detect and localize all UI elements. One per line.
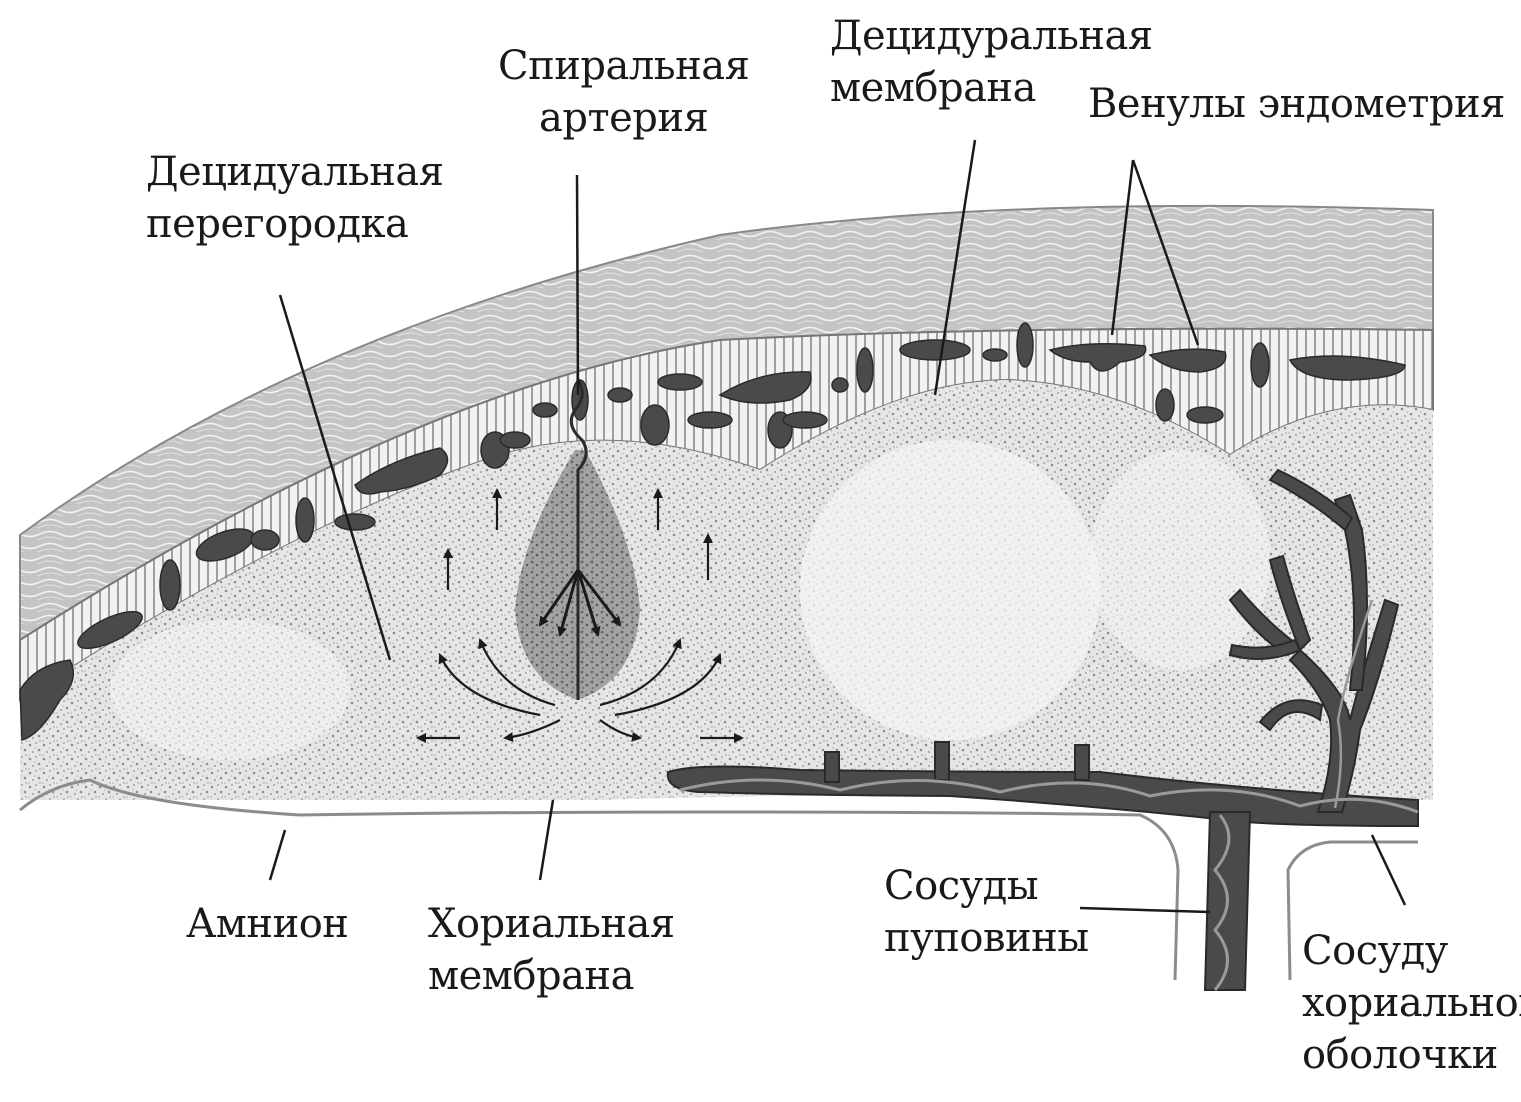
label-spiral-artery: Спиральная артерия bbox=[498, 40, 749, 144]
label-amnion: Амнион bbox=[186, 898, 348, 950]
label-umbilical-vessels: Сосуды пуповины bbox=[884, 860, 1089, 964]
label-chorionic-membrane: Хориальная мембрана bbox=[428, 898, 675, 1002]
label-chorionic-vessels: Сосуду хориальной оболочки bbox=[1302, 925, 1521, 1081]
label-decidual-septum: Децидуальная перегородка bbox=[146, 146, 444, 250]
label-endometrial-venules: Венулы эндометрия bbox=[1088, 78, 1505, 130]
